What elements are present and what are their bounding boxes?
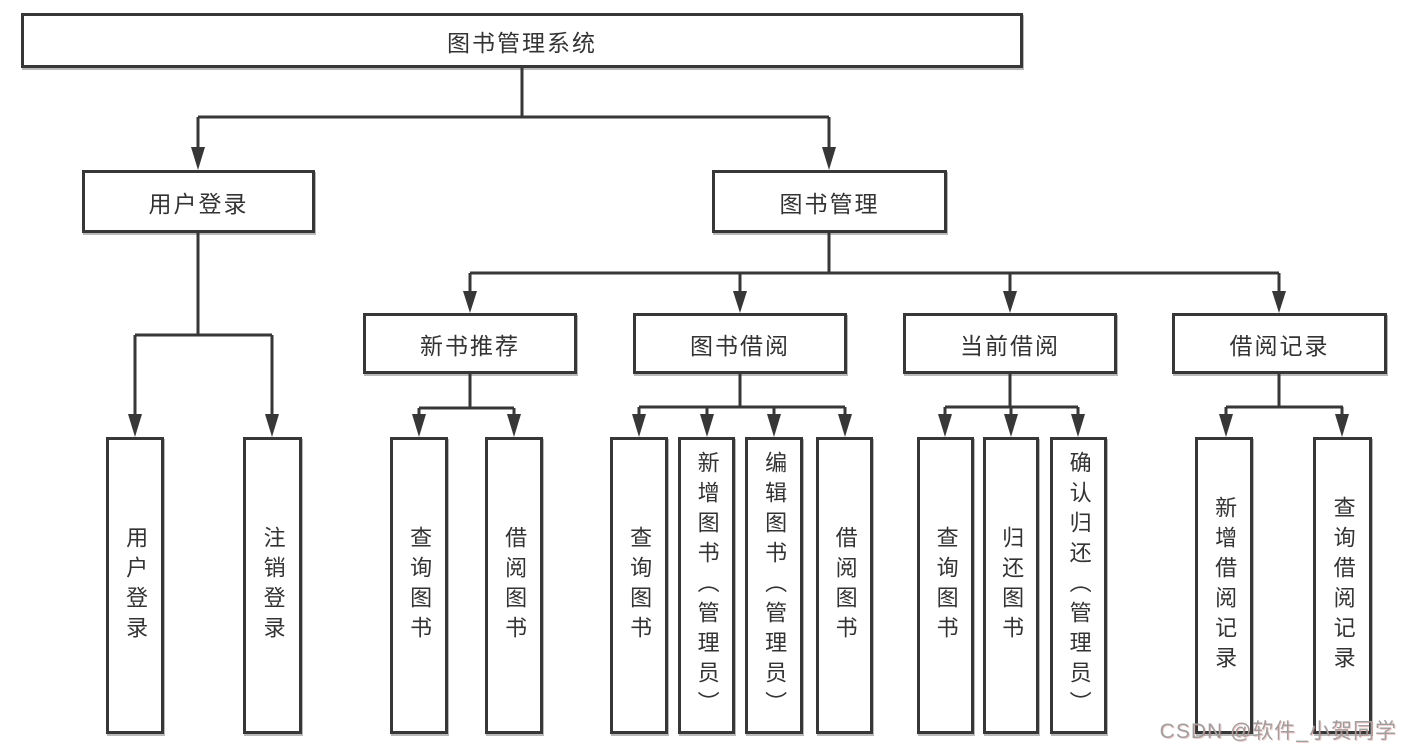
node-borrow-record-label: 借阅记录 xyxy=(1229,332,1330,359)
leaf-user-login: 用户登录 xyxy=(106,437,164,734)
leaf-cb-return-books: 归还图书 xyxy=(983,437,1039,734)
node-new-book-rec-label: 新书推荐 xyxy=(420,332,520,359)
connector-currentborrow-to-leaves xyxy=(943,374,1080,416)
node-book-mgmt-label: 图书管理 xyxy=(779,190,880,217)
leaf-cb-query-books-label: 查询图书 xyxy=(933,525,959,646)
leaf-logout: 注销登录 xyxy=(243,437,302,734)
leaf-rec-query-books: 查询图书 xyxy=(390,437,448,734)
connector-borrowrecord-to-leaves xyxy=(1224,374,1344,416)
leaf-br-add-record: 新增借阅记录 xyxy=(1195,437,1253,734)
node-new-book-rec: 新书推荐 xyxy=(363,313,577,374)
leaf-bb-add-books-label: 新增图书（管理员） xyxy=(694,450,720,721)
leaf-cb-confirm-return-label: 确认归还（管理员） xyxy=(1066,450,1092,721)
watermark: CSDN @软件_小贺同学 xyxy=(1159,720,1397,743)
node-user-login: 用户登录 xyxy=(82,170,315,233)
leaf-logout-label: 注销登录 xyxy=(260,525,286,646)
leaf-br-query-record-label: 查询借阅记录 xyxy=(1330,495,1356,676)
leaf-bb-edit-books-label: 编辑图书（管理员） xyxy=(762,450,788,721)
leaf-bb-borrow-books-label: 借阅图书 xyxy=(832,525,858,646)
leaf-rec-query-books-label: 查询图书 xyxy=(407,525,433,646)
leaf-bb-borrow-books: 借阅图书 xyxy=(816,437,873,734)
leaf-bb-edit-books: 编辑图书（管理员） xyxy=(745,437,803,734)
leaf-bb-query-books: 查询图书 xyxy=(610,437,668,734)
connector-userlogin-to-leaves xyxy=(133,233,274,416)
node-book-mgmt: 图书管理 xyxy=(712,170,947,233)
leaf-bb-add-books: 新增图书（管理员） xyxy=(678,437,735,734)
leaf-rec-borrow-books: 借阅图书 xyxy=(485,437,543,734)
leaf-br-query-record: 查询借阅记录 xyxy=(1313,437,1372,734)
leaf-rec-borrow-books-label: 借阅图书 xyxy=(502,525,528,646)
connector-bookborrow-to-leaves xyxy=(637,374,847,416)
node-book-borrow: 图书借阅 xyxy=(633,313,847,374)
arrowheads xyxy=(128,147,1349,437)
leaf-br-add-record-label: 新增借阅记录 xyxy=(1212,495,1238,676)
node-root-label: 图书管理系统 xyxy=(447,29,597,56)
node-root: 图书管理系统 xyxy=(21,13,1023,68)
node-current-borrow-label: 当前借阅 xyxy=(960,332,1060,359)
leaf-cb-confirm-return: 确认归还（管理员） xyxy=(1050,437,1107,734)
connector-bookmgmt-to-level3 xyxy=(468,233,1281,293)
node-user-login-label: 用户登录 xyxy=(148,190,249,217)
leaf-user-login-label: 用户登录 xyxy=(123,525,149,646)
node-borrow-record: 借阅记录 xyxy=(1172,313,1387,374)
node-book-borrow-label: 图书借阅 xyxy=(690,332,790,359)
connector-newbookrec-to-leaves xyxy=(417,374,516,416)
leaf-cb-return-books-label: 归还图书 xyxy=(999,525,1025,646)
leaf-cb-query-books: 查询图书 xyxy=(917,437,974,734)
node-current-borrow: 当前借阅 xyxy=(903,313,1117,374)
connector-root-to-level2 xyxy=(196,68,831,149)
leaf-bb-query-books-label: 查询图书 xyxy=(627,525,653,646)
